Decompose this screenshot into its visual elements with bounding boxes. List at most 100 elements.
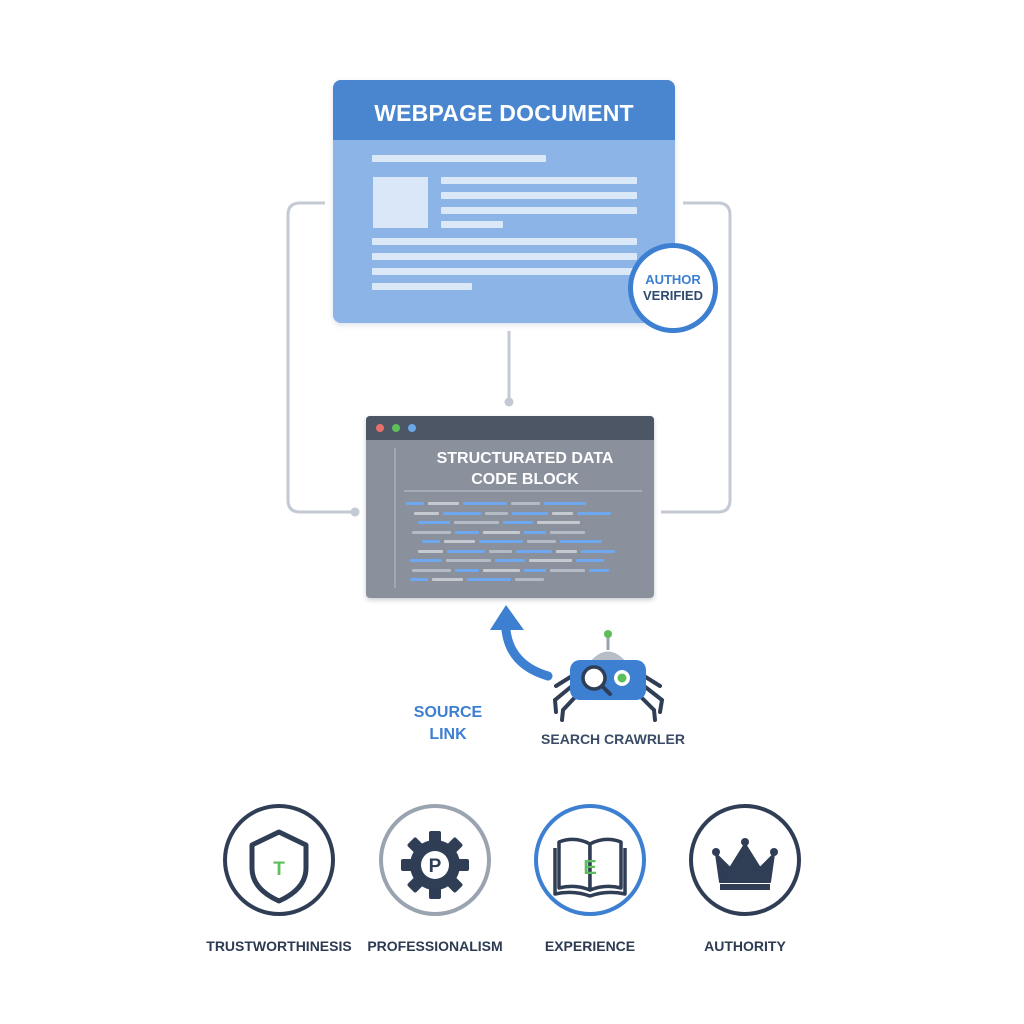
code-token <box>512 511 548 515</box>
code-token <box>418 549 443 553</box>
shield-icon: T <box>249 829 309 904</box>
center-connector-dot <box>504 397 514 407</box>
window-close-dot <box>376 424 384 432</box>
source-link-label: SOURCE LINK <box>398 702 498 746</box>
document-image-placeholder <box>373 177 428 228</box>
code-token <box>550 530 585 534</box>
code-token <box>524 568 546 572</box>
pillar-label: TRUSTWORTHINESIS <box>206 938 352 954</box>
crown-icon <box>712 838 778 890</box>
code-token <box>544 502 586 505</box>
code-gutter <box>394 448 396 588</box>
source-link-line-1: SOURCE <box>413 704 483 721</box>
badge-line-2: VERIFIED <box>643 288 703 303</box>
document-title: WEBPAGE DOCUMENT <box>374 100 634 126</box>
webpage-document-card: WEBPAGE DOCUMENT <box>333 80 675 323</box>
code-token <box>516 549 552 553</box>
left-connector <box>286 201 352 514</box>
code-token <box>537 521 580 524</box>
code-token <box>511 502 540 505</box>
code-token <box>529 559 572 562</box>
code-token <box>576 559 604 562</box>
code-token <box>447 549 485 553</box>
code-token <box>412 530 451 534</box>
code-token <box>495 559 525 562</box>
code-token <box>454 521 499 524</box>
code-token <box>443 511 481 515</box>
code-token <box>483 530 520 534</box>
structured-data-code-window: STRUCTURATED DATA CODE BLOCK <box>366 416 654 598</box>
document-text-line <box>441 207 637 214</box>
pillar-professionalism: P PROFESSIONALISM <box>367 804 504 964</box>
code-token <box>422 540 440 543</box>
code-block-title: STRUCTURATED DATA CODE BLOCK <box>396 448 654 490</box>
code-window-titlebar <box>366 416 654 440</box>
code-token <box>550 568 585 572</box>
code-token <box>556 549 577 553</box>
code-token <box>552 511 573 515</box>
code-token <box>515 578 544 581</box>
author-verified-badge: AUTHOR VERIFIED <box>628 243 718 333</box>
left-connector-dot <box>350 507 360 517</box>
robot-spider-icon <box>552 630 665 722</box>
code-token <box>581 549 615 553</box>
window-minimize-dot <box>392 424 400 432</box>
code-token <box>418 521 450 524</box>
pillar-label: AUTHORITY <box>704 938 786 954</box>
code-token <box>412 568 451 572</box>
code-token <box>589 568 609 572</box>
code-token <box>479 540 523 543</box>
code-token <box>527 540 556 543</box>
pillar-trustworthiness: T TRUSTWORTHINESIS <box>206 804 352 964</box>
document-text-line <box>441 221 503 228</box>
document-text-line <box>372 268 637 275</box>
code-token <box>467 578 511 581</box>
document-text-line <box>372 238 637 245</box>
pillar-label: PROFESSIONALISM <box>367 938 503 954</box>
code-token <box>446 559 491 562</box>
professionalism-letter: P <box>429 856 442 877</box>
code-token <box>410 578 428 581</box>
search-crawler-label: SEARCH CRAWRLER <box>541 731 685 747</box>
pillar-experience: E EXPERIENCE <box>529 804 659 964</box>
code-token <box>432 578 463 581</box>
pillar-authority: AUTHORITY <box>684 804 814 964</box>
code-token <box>463 502 507 505</box>
code-token <box>489 549 512 553</box>
code-token <box>444 540 475 543</box>
code-token <box>455 530 479 534</box>
document-text-line <box>441 177 637 184</box>
badge-line-1: AUTHOR <box>645 272 701 287</box>
code-token <box>560 540 602 543</box>
source-link-arrow <box>490 605 553 681</box>
code-token <box>428 502 459 505</box>
code-token <box>503 521 533 524</box>
document-header <box>333 80 675 140</box>
document-text-line <box>372 253 637 260</box>
document-text-line <box>372 283 472 290</box>
trust-letter: T <box>273 859 285 880</box>
experience-letter: E <box>583 857 596 879</box>
pillar-circle <box>223 804 335 916</box>
window-maximize-dot <box>408 424 416 432</box>
open-book-icon: E <box>553 837 627 898</box>
code-token <box>455 568 479 572</box>
source-link-line-2: LINK <box>429 726 467 743</box>
code-title-line-1: STRUCTURATED DATA <box>436 450 614 467</box>
code-token <box>410 559 442 562</box>
code-token <box>483 568 520 572</box>
code-divider <box>404 490 642 492</box>
code-title-line-2: CODE BLOCK <box>471 471 579 488</box>
document-text-line <box>372 155 546 162</box>
code-token <box>406 502 424 505</box>
code-token <box>485 511 508 515</box>
pillar-label: EXPERIENCE <box>544 938 636 954</box>
gear-icon: P <box>401 831 469 899</box>
document-text-line <box>441 192 637 199</box>
code-token <box>414 511 439 515</box>
code-token <box>524 530 546 534</box>
right-connector <box>661 201 732 514</box>
